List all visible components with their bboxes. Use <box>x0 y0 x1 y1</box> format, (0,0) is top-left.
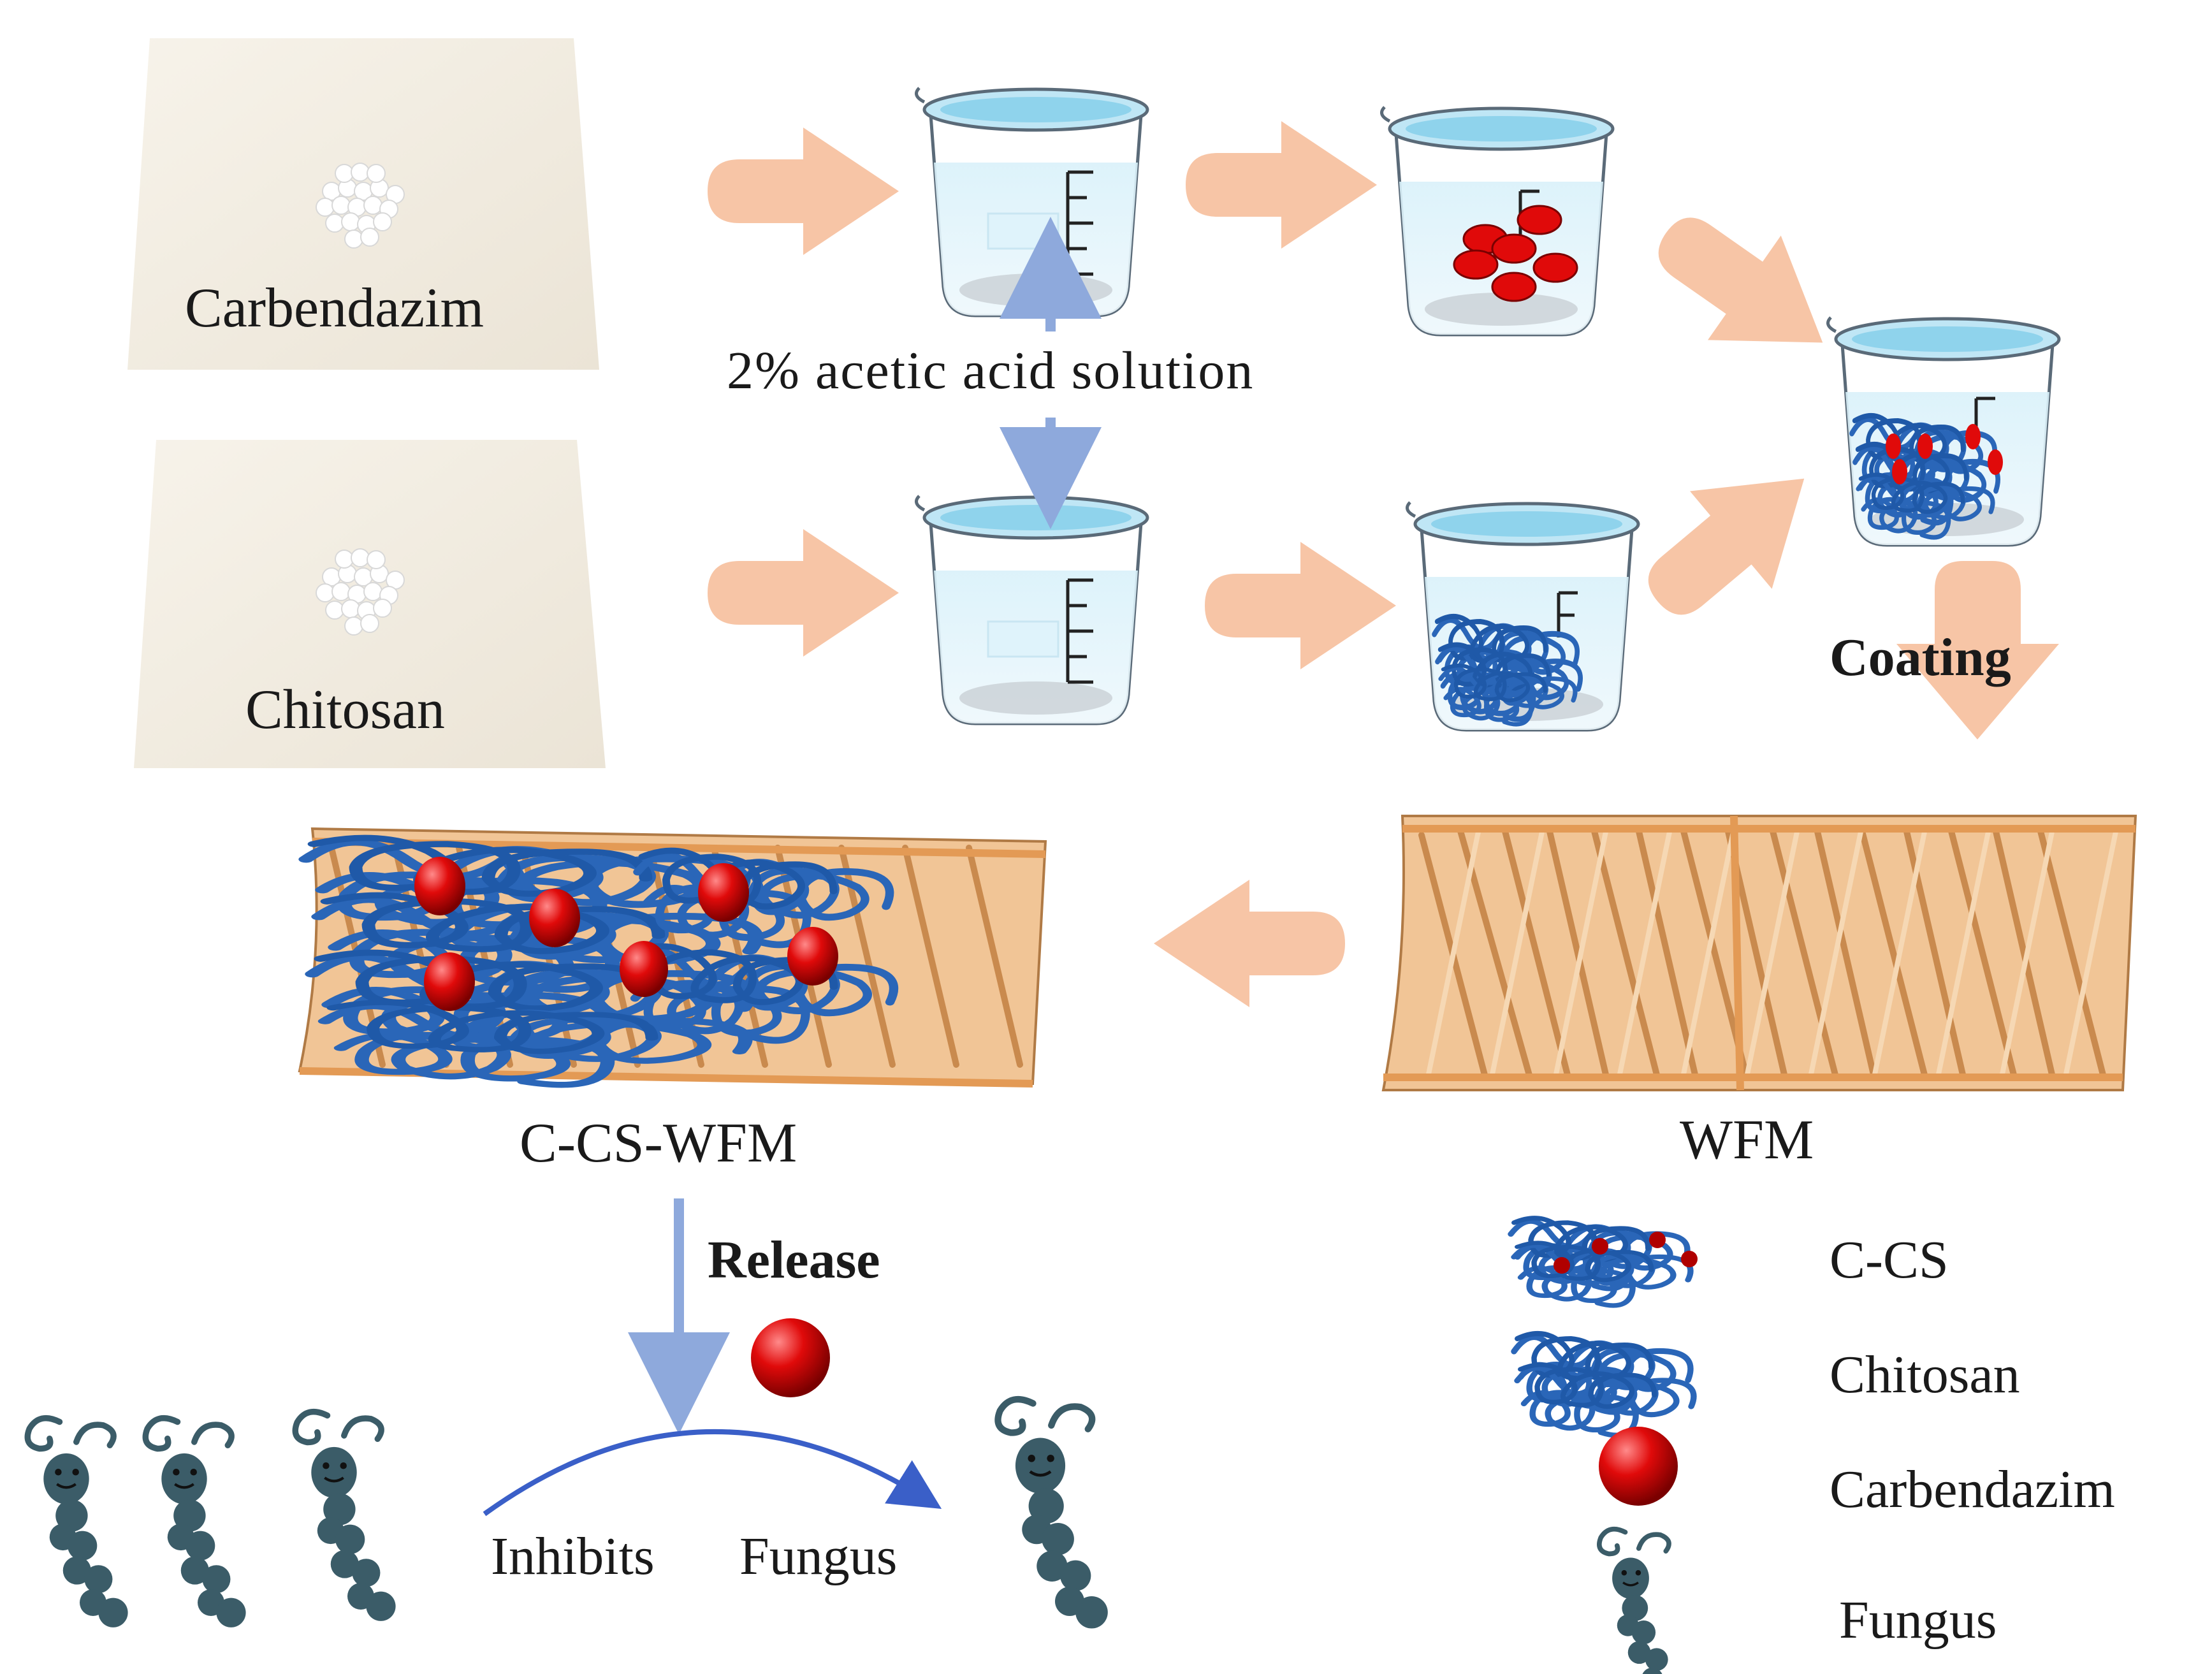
arrow-4 <box>1205 542 1396 669</box>
carbendazim-powder-label: Carbendazim <box>185 277 484 339</box>
arrow-5 <box>1658 217 1823 343</box>
legend-chitosan-glyph <box>1514 1334 1694 1436</box>
beaker-acetic-1 <box>917 88 1148 320</box>
wfm-to-ccs-arrow <box>1154 880 1345 1007</box>
c-cs-wfm-mat <box>298 827 1047 1085</box>
beaker-acetic-2 <box>917 496 1148 728</box>
fungus-2 <box>145 1418 245 1627</box>
beaker-ccs <box>1828 317 2060 550</box>
beaker-chitosan <box>1408 502 1639 734</box>
fungus-group-left <box>27 1412 395 1627</box>
inhibits-label: Inhibits <box>491 1527 655 1586</box>
legend-c-cs-label: C-CS <box>1830 1230 1949 1290</box>
flow-arrows <box>708 121 2059 1007</box>
wfm-mat <box>1381 815 2137 1091</box>
carbendazim-particles <box>1453 205 1578 302</box>
c-cs-wfm-label: C-CS-WFM <box>520 1112 797 1174</box>
fungus-action-label: Fungus <box>739 1527 898 1586</box>
chitosan-paper <box>134 440 606 768</box>
arrow-3 <box>708 529 899 657</box>
legend-chitosan-label: Chitosan <box>1830 1345 2020 1404</box>
legend-c-cs-glyph <box>1511 1218 1698 1306</box>
acetic-acid-label: 2% acetic acid solution <box>727 341 1255 400</box>
legend-carbendazim-label: Carbendazim <box>1830 1460 2115 1519</box>
arrow-1 <box>708 127 899 255</box>
wfm-label: WFM <box>1680 1109 1814 1171</box>
chitosan-powder-label: Chitosan <box>245 679 445 741</box>
fungus-1 <box>27 1418 127 1627</box>
release-label: Release <box>708 1230 880 1290</box>
fungus-right <box>998 1399 1107 1629</box>
fungus-3 <box>295 1412 395 1621</box>
released-carbendazim <box>751 1318 830 1397</box>
beaker-carbendazim <box>1382 107 1613 339</box>
ccs-tangle <box>1852 416 2003 537</box>
c-cs-wfm-carbendazim <box>414 857 838 1011</box>
coating-arrow <box>1896 561 2059 739</box>
carbendazim-paper <box>127 38 599 370</box>
legend-fungus-glyph <box>1599 1529 1680 1674</box>
legend-fungus-label: Fungus <box>1839 1590 1997 1650</box>
arrow-6 <box>1648 478 1805 615</box>
legend-carbendazim-glyph <box>1599 1427 1678 1506</box>
coating-label: Coating <box>1830 628 2011 687</box>
inhibits-arc <box>483 1429 942 1517</box>
arrow-2 <box>1186 121 1377 249</box>
